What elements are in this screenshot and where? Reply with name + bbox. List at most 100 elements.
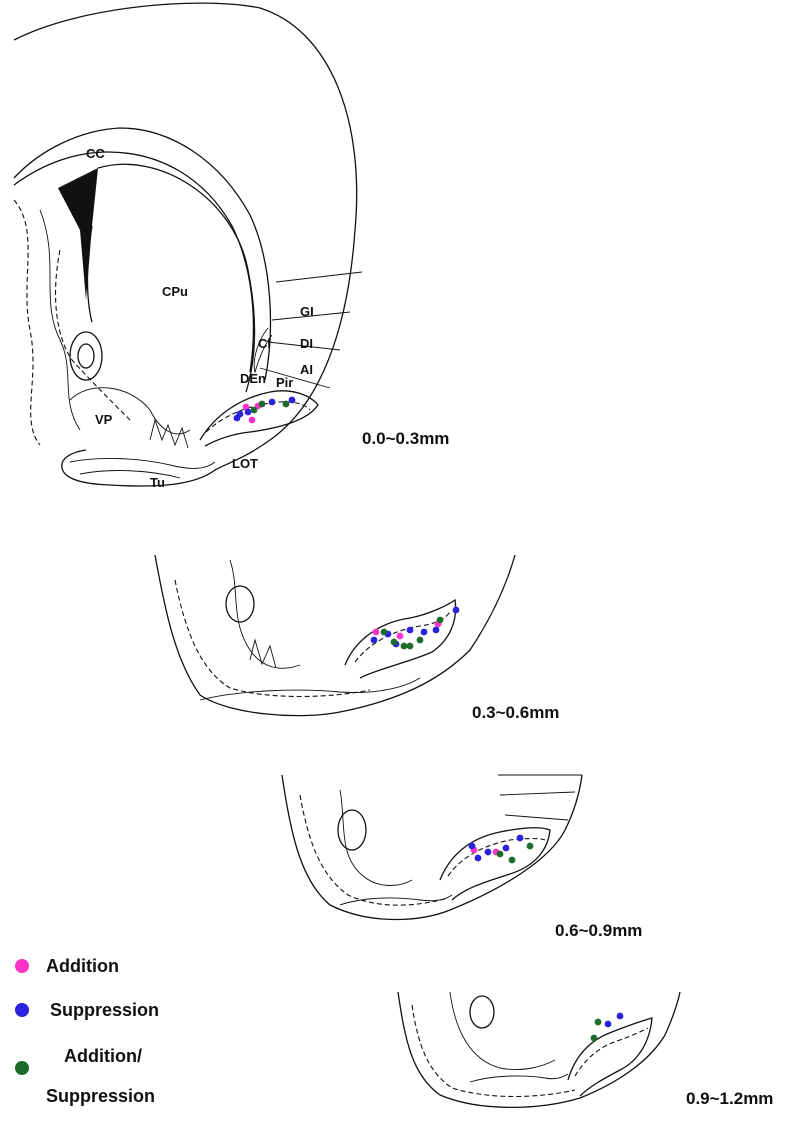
section-2-piriform-layer	[354, 611, 451, 663]
anterior-commissure-inner	[77, 343, 95, 369]
addition-suppression-site-dot	[508, 856, 516, 864]
label-cpu: CPu	[162, 284, 188, 299]
section-2-inner-dash	[174, 579, 371, 698]
addition-suppression-site-dot	[390, 638, 398, 646]
section-4-inner-dash	[411, 1004, 576, 1098]
section-4-islands	[469, 1073, 569, 1083]
legend: Addition Suppression Addition/ Suppressi…	[15, 956, 159, 1106]
gi-upper-boundary	[275, 271, 363, 283]
section-3-atlas: 0.6~0.9mm	[281, 774, 642, 940]
legend-both-label-line1: Addition/	[64, 1046, 142, 1066]
section-2-atlas: 0.3~0.6mm	[154, 554, 559, 722]
legend-both-label-line2: Suppression	[46, 1086, 155, 1106]
section-2-outline	[154, 554, 516, 717]
islands-of-calleja-2	[79, 470, 181, 479]
medial-solid-1	[39, 209, 81, 431]
addition-suppression-site-dot	[436, 616, 444, 624]
label-di: DI	[300, 336, 313, 351]
addition-suppression-site-dot	[380, 628, 388, 636]
section-4-outline	[397, 991, 681, 1108]
section-2-depth-label: 0.3~0.6mm	[472, 703, 559, 722]
label-cc: CC	[86, 146, 105, 161]
gi-lower-boundary	[271, 311, 351, 321]
suppression-site-dot	[244, 408, 252, 416]
section-1-depth-label: 0.0~0.3mm	[362, 429, 449, 448]
label-gi: GI	[300, 304, 314, 319]
addition-site-dot	[396, 632, 404, 640]
suppression-site-dot	[484, 848, 492, 856]
addition-suppression-site-dot	[406, 642, 414, 650]
suppression-site-dot	[616, 1012, 624, 1020]
suppression-site-dot	[604, 1020, 612, 1028]
section-3-depth-label: 0.6~0.9mm	[555, 921, 642, 940]
addition-suppression-site-dot	[258, 400, 266, 408]
section-4-atlas: 0.9~1.2mm	[397, 991, 773, 1108]
section-2-fingers	[249, 638, 277, 669]
addition-suppression-site-dot	[282, 400, 290, 408]
suppression-site-dot	[452, 606, 460, 614]
addition-site-dot	[372, 628, 380, 636]
suppression-site-dot	[468, 842, 476, 850]
legend-addition-label: Addition	[46, 956, 119, 976]
cpu-boundary	[97, 163, 256, 393]
septum-line	[86, 225, 93, 323]
legend-addition-swatch	[15, 959, 29, 973]
section-3-band-1	[499, 791, 576, 796]
suppression-site-dot	[516, 834, 524, 842]
addition-suppression-site-dot	[526, 842, 534, 850]
section-3-band-2	[504, 814, 569, 821]
piriform-outline	[199, 390, 319, 447]
addition-suppression-site-dot	[250, 406, 258, 414]
section-3-medial	[339, 789, 413, 886]
suppression-site-dot	[370, 636, 378, 644]
addition-suppression-site-dot	[416, 636, 424, 644]
medial-dashed-2	[55, 249, 131, 421]
medial-dashed-1	[13, 199, 41, 446]
suppression-site-dot	[268, 398, 276, 406]
addition-suppression-site-dot	[590, 1034, 598, 1042]
recording-sites	[233, 396, 624, 1042]
label-cl: Cl	[258, 336, 271, 351]
legend-suppression-swatch	[15, 1003, 29, 1017]
section-3-ac	[337, 809, 367, 851]
section-4-ac	[469, 995, 495, 1029]
section-4-depth-label: 0.9~1.2mm	[686, 1089, 773, 1108]
section-3-inner-dash	[299, 794, 449, 906]
section-2-piriform	[344, 598, 457, 679]
addition-suppression-site-dot	[400, 642, 408, 650]
label-pir: Pir	[276, 375, 293, 390]
section-2-bottom	[199, 677, 421, 701]
section-4-piriform	[567, 1017, 653, 1097]
addition-suppression-site-dot	[594, 1018, 602, 1026]
label-ai: AI	[300, 362, 313, 377]
hemisphere-outline	[13, 2, 358, 487]
addition-site-dot	[248, 416, 256, 424]
corpus-callosum-upper	[13, 127, 272, 381]
piriform-layer	[205, 401, 311, 433]
lateral-ventricle	[58, 168, 98, 300]
section-1-atlas: CC CPu GI DI AI Cl DEn Pir VP LOT Tu 0.0…	[13, 2, 449, 490]
label-den: DEn	[240, 371, 266, 386]
islands-of-calleja-1	[69, 458, 216, 469]
section-3-piriform-layer	[447, 837, 546, 877]
suppression-site-dot	[420, 628, 428, 636]
label-vp: VP	[95, 412, 113, 427]
label-tu: Tu	[150, 475, 165, 490]
suppression-site-dot	[432, 626, 440, 634]
suppression-site-dot	[502, 844, 510, 852]
section-4-medial	[449, 991, 556, 1071]
section-3-islands	[339, 894, 453, 906]
vp-boundary	[69, 387, 191, 435]
suppression-site-dot	[474, 854, 482, 862]
legend-suppression-label: Suppression	[50, 1000, 159, 1020]
ai-lower-boundary	[259, 367, 331, 389]
section-2-medial	[229, 559, 301, 669]
claustrum-outline	[253, 327, 273, 374]
section-3-outline	[281, 774, 583, 921]
di-lower-boundary	[267, 341, 341, 351]
section-2-ac	[225, 585, 255, 623]
section-4-piriform-layer	[574, 1027, 649, 1077]
anterior-commissure-outer	[69, 331, 103, 381]
suppression-site-dot	[288, 396, 296, 404]
